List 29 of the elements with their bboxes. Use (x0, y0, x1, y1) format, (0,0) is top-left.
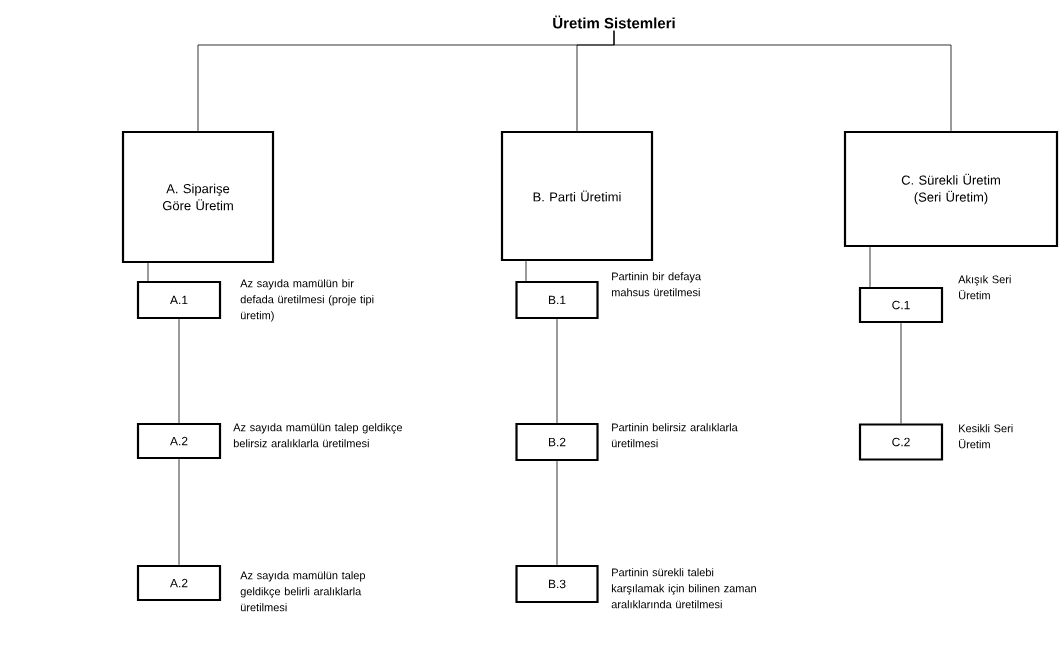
description: Partinin sürekli talebi karşılamak için bilinen zaman aralıklarında üretilmesi (611, 568, 756, 609)
category-box: B. Parti Üretimi (500, 130, 654, 262)
connector-line (525, 260, 527, 282)
description: Az sayıda mamülün talep geldikçe belirsiz aralıklarla üretilmesi (233, 423, 403, 448)
description: Kesikli Seri Üretim (959, 424, 1013, 449)
item-box: B.2 (515, 422, 599, 462)
description: Akışık Seri Üretim (958, 275, 1011, 300)
item-box: A.2 (136, 564, 222, 602)
description: Az sayıda mamülün talep geldikçe belirli aralıklarla üretilmesi (240, 571, 366, 612)
item-box: A.2 (136, 422, 222, 460)
item-box: A.1 (136, 280, 222, 320)
category-box: A. Siparişe Göre Üretim (121, 130, 275, 264)
connector-line (556, 460, 558, 566)
connector-line (178, 458, 180, 566)
connector-line (178, 318, 180, 424)
category-box: C. Sürekli Üretim (Seri Üretim) (843, 130, 1059, 248)
title: Üretim Sistemleri (553, 15, 675, 29)
connector-line (869, 246, 871, 288)
connector-line (613, 30, 952, 132)
item-box: B.3 (515, 564, 599, 604)
description: Az sayıda mamülün bir defada üretilmesi (proje tipi üretim) (240, 279, 374, 322)
connector-line (900, 322, 902, 424)
connector-line (147, 262, 149, 282)
item-box: C.1 (858, 286, 944, 324)
description: Partinin belirsiz aralıklarla üretilmesi (611, 423, 738, 448)
item-box: B.1 (515, 280, 599, 320)
description: Partinin bir defaya mahsus üretilmesi (611, 272, 702, 297)
item-box: C.2 (858, 423, 944, 461)
connector-line (556, 318, 558, 424)
